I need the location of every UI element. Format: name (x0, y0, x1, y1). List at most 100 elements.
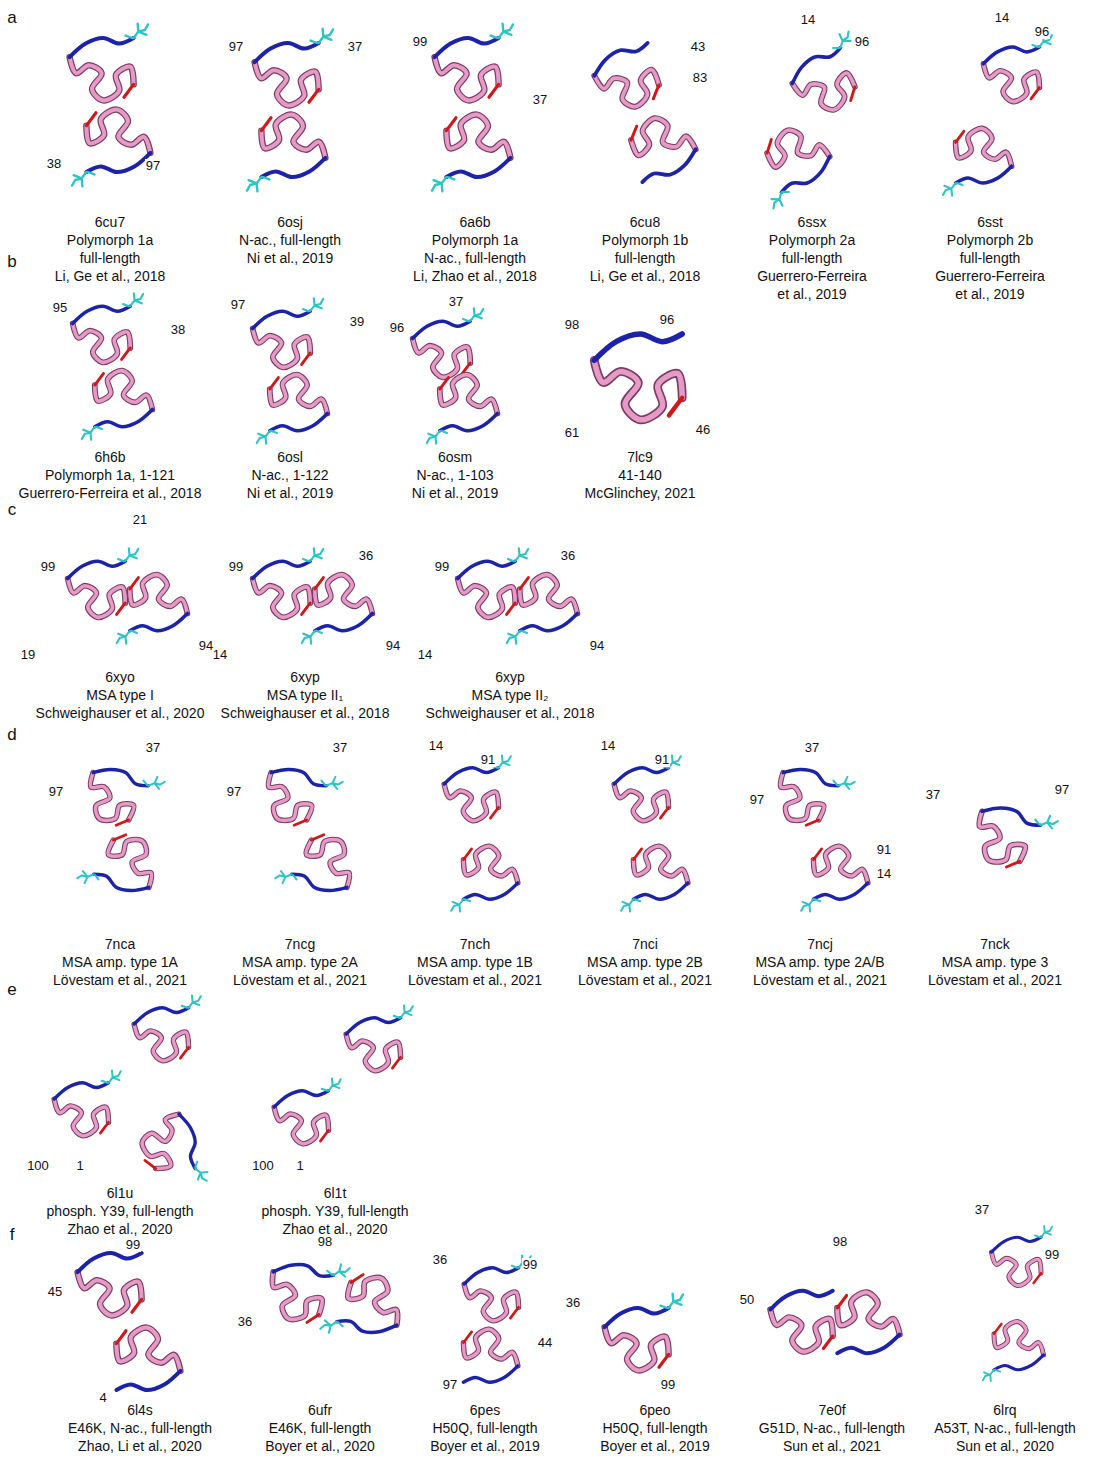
pink-ribbon (274, 1107, 328, 1144)
caption-text: N-ac., 1-122 (251, 467, 328, 483)
glycan-marker (322, 1079, 341, 1091)
protofilament (75, 748, 165, 838)
residue-number: 50 (739, 1293, 755, 1308)
glycan-marker (302, 631, 322, 644)
ribbon-outline (134, 1024, 188, 1061)
protofilament (983, 1321, 1044, 1381)
c-terminus (180, 1047, 188, 1058)
ribbon-outline (102, 828, 167, 887)
caption-text: 6xyo (105, 669, 135, 685)
ribbon-outline (520, 575, 578, 614)
caption-text: Schweighauser et al., 2018 (221, 705, 390, 721)
ribbon-outline (73, 323, 131, 362)
caption-text: Zhao, Li et al., 2020 (78, 1438, 202, 1454)
glycan-marker (451, 899, 470, 911)
pink-ribbon (458, 578, 516, 617)
caption-text: 6peo (639, 1402, 670, 1418)
caption-text: N-ac., full-length (424, 250, 526, 266)
glycan-marker (801, 899, 820, 911)
protofilament (70, 24, 148, 101)
caption-text: McGlinchey, 2021 (584, 485, 695, 501)
protofilament (72, 110, 150, 187)
caption-text: E46K, N-ac., full-length (68, 1420, 212, 1436)
blue-segment (271, 759, 326, 800)
glycan-marker (507, 631, 527, 644)
residue-number: 97 (226, 785, 242, 800)
glycan-marker (303, 548, 323, 561)
glycan-marker (1034, 810, 1058, 831)
protofilament (117, 575, 188, 644)
protofilament (627, 110, 700, 182)
caption-text: Polymorph 1b (602, 232, 688, 248)
caption-text: MSA type II₁ (267, 687, 343, 703)
ribbon-outline (614, 784, 668, 821)
pink-ribbon (300, 828, 365, 887)
residue-number: 99 (40, 560, 56, 575)
pink-ribbon (343, 1269, 410, 1325)
caption-text: Polymorph 1a, 1-121 (45, 467, 175, 483)
residue-number: 39 (349, 315, 365, 330)
protofilament (253, 748, 343, 838)
c-terminus (994, 1324, 1001, 1334)
blue-segment (956, 166, 1012, 183)
caption-text: 6xyp (290, 669, 320, 685)
ribbon-outline (70, 57, 134, 100)
glycan-marker (247, 177, 269, 191)
ribbon-outline (444, 784, 498, 821)
protofilament (432, 115, 510, 192)
ribbon-outline (413, 338, 471, 377)
caption-text: Lövestam et al., 2021 (233, 972, 367, 988)
panel-letter: e (7, 980, 16, 1000)
residue-number: 100 (251, 1159, 275, 1174)
c-terminus (100, 1122, 108, 1133)
panel-letter: f (10, 1225, 15, 1245)
caption-text: 7nck (980, 936, 1010, 952)
ribbon-outline (435, 57, 499, 100)
blue-segment (458, 561, 516, 578)
blue-segment (633, 883, 687, 899)
blue-segment (255, 43, 319, 62)
pink-ribbon (963, 811, 1032, 874)
protofilament (247, 115, 325, 192)
ribbon-outline (994, 1321, 1044, 1355)
pink-ribbon (116, 1328, 180, 1371)
caption-text: phosph. Y39, full-length (47, 1203, 194, 1219)
protofilament (801, 846, 868, 911)
caption-text: 6h6b (94, 449, 125, 465)
blue-segment (463, 1366, 517, 1382)
blue-segment (292, 860, 347, 901)
ribbon-outline (813, 846, 867, 883)
caption-text: 6ufr (308, 1402, 332, 1418)
caption-text: Polymorph 2a (769, 232, 855, 248)
caption-text: 6lrq (993, 1402, 1016, 1418)
pink-ribbon (435, 57, 499, 100)
caption-text: 6ssx (798, 214, 827, 230)
residue-number: 96 (659, 313, 675, 328)
ribbon-outline (95, 371, 153, 410)
blue-segment (994, 1355, 1044, 1370)
pink-ribbon (54, 1099, 108, 1136)
blue-segment (594, 334, 682, 360)
pink-ribbon (75, 773, 140, 832)
blue-segment (68, 561, 126, 578)
caption-text: Polymorph 1a (67, 232, 153, 248)
pink-ribbon (86, 110, 150, 153)
c-terminus (956, 131, 964, 142)
caption-text: N-ac., full-length (239, 232, 341, 248)
glycan-marker (983, 1370, 1000, 1381)
glycan-marker (427, 431, 447, 444)
caption-text: A53T, N-ac., full-length (934, 1420, 1076, 1436)
caption-text: 7nca (105, 936, 135, 952)
pink-ribbon (346, 1034, 400, 1071)
caption-text: 6l1t (324, 1185, 347, 1201)
glycan-marker (320, 1317, 343, 1336)
protofilament (253, 298, 324, 367)
caption-text: 7e0f (818, 1402, 845, 1418)
blue-segment (991, 1237, 1041, 1252)
blue-segment (253, 311, 311, 328)
caption-text: 6cu8 (630, 214, 660, 230)
panel-letter: a (7, 8, 16, 28)
protofilament (444, 756, 511, 821)
pink-ribbon (463, 1329, 517, 1366)
blue-segment (837, 1334, 899, 1353)
